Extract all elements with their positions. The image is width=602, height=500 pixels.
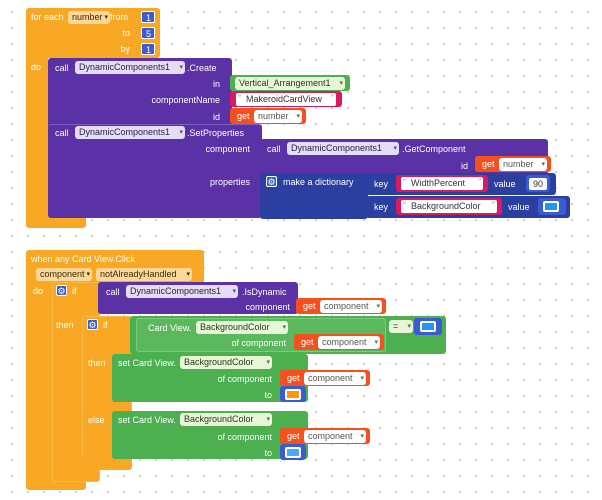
compare-color-swatch[interactable] [420, 321, 436, 332]
create-method-label: .Create [187, 63, 217, 73]
set2-property-dropdown[interactable]: BackgroundColor [180, 413, 272, 426]
for-each-do-spine [26, 56, 48, 226]
getter-prefix-label: Card View. [148, 323, 192, 333]
for-each-label: for each [31, 12, 64, 22]
set2-to-label: to [264, 448, 272, 458]
getcomponent-method-label: .GetComponent [402, 144, 466, 154]
by-label: by [120, 44, 130, 54]
event-param-not-already-handled[interactable]: notAlreadyHandled [96, 268, 192, 281]
setproperties-call-label: call [55, 128, 69, 138]
pair2-value-label: value [508, 202, 530, 212]
isdynamic-get-label: get [303, 301, 316, 311]
getcomponent-call-label: call [267, 144, 281, 154]
setproperties-component-dropdown[interactable]: DynamicComponents1 [75, 126, 185, 139]
getcomponent-id-get-var[interactable]: number [499, 158, 547, 171]
else-label: else [88, 415, 105, 425]
getter-property-dropdown[interactable]: BackgroundColor [196, 321, 288, 334]
when-do-spine [26, 282, 52, 486]
from-number[interactable]: 1 [141, 11, 155, 23]
getcomponent-component-dropdown[interactable]: DynamicComponents1 [287, 142, 399, 155]
set1-color-swatch[interactable] [285, 389, 301, 400]
outer-if-label: if [72, 286, 77, 296]
isdynamic-method-label: .IsDynamic [242, 287, 287, 297]
loop-variable-name[interactable]: number [68, 11, 110, 24]
pair2-key-text[interactable]: BackgroundColor [401, 199, 497, 213]
getcomponent-id-label: id [460, 161, 468, 171]
event-param-component[interactable]: component [36, 268, 92, 281]
create-id-get-label: get [237, 111, 250, 121]
vertical-arrangement-dropdown[interactable]: Vertical_Arrangement1 [235, 77, 345, 90]
by-number[interactable]: 1 [141, 43, 155, 55]
compare-operator-dropdown[interactable]: = [389, 320, 413, 333]
create-id-get-var[interactable]: number [254, 110, 302, 123]
set2-get-label: get [287, 431, 300, 441]
pair2-key-label-text: key [374, 202, 389, 212]
from-label: from [110, 12, 128, 22]
pair1-number-value[interactable]: 90 [529, 178, 547, 190]
isdynamic-component-label: component [245, 302, 290, 312]
set2-color-swatch[interactable] [285, 447, 301, 458]
outer-if-gear-icon[interactable]: ⚙ [56, 285, 67, 296]
setproperties-method-label: .SetProperties [187, 128, 245, 138]
pair1-key-label-text: key [374, 179, 389, 189]
set2-of-component-label: of component [217, 432, 272, 442]
set1-property-dropdown[interactable]: BackgroundColor [180, 356, 272, 369]
setproperties-call-block[interactable] [48, 124, 262, 218]
pair1-value-label: value [494, 179, 516, 189]
inner-if-gear-icon[interactable]: ⚙ [87, 319, 98, 330]
getcomponent-id-get-label: get [482, 159, 495, 169]
properties-label: properties [209, 177, 250, 187]
set1-get-var[interactable]: component [304, 372, 366, 385]
set1-prefix-label: set Card View. [118, 358, 176, 368]
dictionary-mutator-gear-icon[interactable]: ⚙ [266, 176, 277, 187]
getter-get-label: get [301, 337, 314, 347]
when-event-label: when any Card View.Click [31, 254, 135, 264]
getter-of-component-label: of component [231, 338, 286, 348]
pair1-key-text[interactable]: WidthPercent [401, 176, 483, 190]
create-component-dropdown[interactable]: DynamicComponents1 [75, 61, 185, 74]
outer-then-label: then [56, 320, 74, 330]
component-name-label: componentName [151, 95, 220, 105]
set1-get-label: get [287, 373, 300, 383]
set1-to-label: to [264, 390, 272, 400]
setproperties-component-label: component [205, 144, 250, 154]
to-number[interactable]: 5 [141, 27, 155, 39]
make-dictionary-block[interactable] [260, 173, 368, 219]
to-label: to [122, 28, 130, 38]
create-call-label: call [55, 63, 69, 73]
component-name-text[interactable]: MakeroidCardView [236, 92, 336, 106]
inner-then-label: then [88, 358, 106, 368]
do-label: do [31, 62, 42, 72]
when-do-label: do [33, 286, 44, 296]
create-id-label: id [212, 112, 220, 122]
inner-if-bottom [82, 458, 132, 470]
in-label: in [212, 79, 220, 89]
isdynamic-get-var[interactable]: component [320, 300, 382, 313]
inner-if-label: if [103, 320, 108, 330]
isdynamic-component-dropdown[interactable]: DynamicComponents1 [126, 285, 238, 298]
pair2-color-swatch[interactable] [543, 201, 559, 212]
getter-get-var[interactable]: component [318, 336, 380, 349]
make-dictionary-label: make a dictionary [283, 177, 354, 187]
set2-prefix-label: set Card View. [118, 415, 176, 425]
isdynamic-call-label: call [106, 287, 120, 297]
set1-of-component-label: of component [217, 374, 272, 384]
set2-get-var[interactable]: component [304, 430, 366, 443]
